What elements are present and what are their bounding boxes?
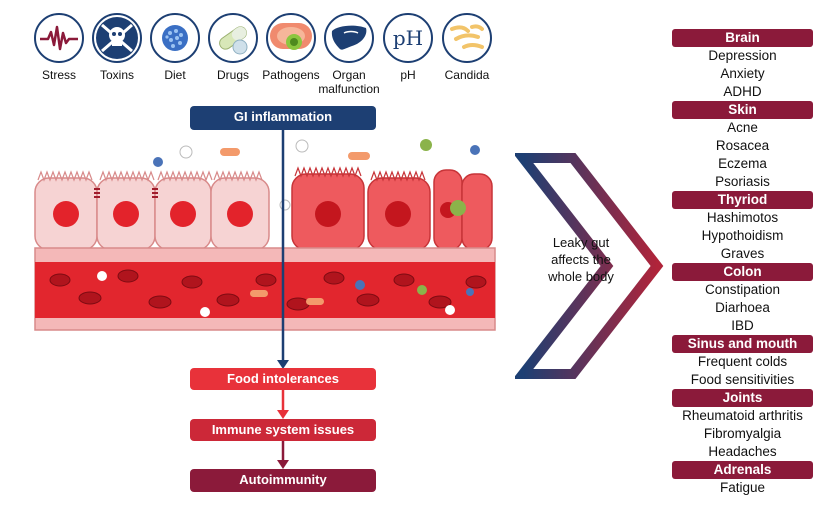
inflamed-epithelial-cells	[291, 166, 493, 251]
ph-icon: pH	[383, 13, 433, 63]
leaky-gut-arrow	[515, 153, 664, 379]
condition-item: Frequent colds	[697, 354, 788, 369]
category-joints: Joints	[672, 389, 813, 407]
lumen-particles	[153, 139, 480, 216]
condition-item: Constipation	[704, 282, 781, 297]
pills-icon	[208, 13, 258, 63]
pathogen-icon	[266, 13, 316, 63]
category-brain: Brain	[672, 29, 813, 47]
condition-item: Fatigue	[719, 480, 766, 495]
autoimmunity-box: Autoimmunity	[190, 469, 376, 492]
cause-label-stress: Stress	[41, 68, 76, 82]
immune-system-issues-box: Immune system issues	[190, 419, 376, 441]
condition-item: Psoriasis	[715, 174, 770, 189]
gi-inflammation-box: GI inflammation	[190, 106, 376, 130]
cause-label-organ: Organ malfunction	[318, 68, 380, 96]
condition-item: Fibromyalgia	[703, 426, 782, 441]
condition-item: Graves	[720, 246, 765, 261]
condition-item: Acne	[727, 120, 758, 135]
category-thyroid: Thyriod	[672, 191, 813, 209]
food-intolerances-box: Food intolerances	[190, 368, 376, 390]
condition-item: Rosacea	[715, 138, 770, 153]
cause-label-ph: pH	[400, 68, 416, 82]
condition-item: Headaches	[708, 444, 777, 459]
category-skin: Skin	[672, 101, 813, 119]
condition-item: Food sensitivities	[690, 372, 795, 387]
liver-icon	[324, 13, 374, 63]
condition-item: Rheumatoid arthritis	[682, 408, 803, 423]
skull-crossbones-icon	[92, 13, 142, 63]
condition-item: Hypothoidism	[701, 228, 784, 243]
cause-label-pathogens: Pathogens	[262, 68, 320, 82]
blood-vessel	[34, 247, 496, 331]
condition-item: IBD	[731, 318, 754, 333]
condition-item: Depression	[708, 48, 777, 63]
healthy-epithelial-cells	[34, 170, 270, 251]
condition-item: Hashimotos	[706, 210, 779, 225]
category-colon: Colon	[672, 263, 813, 281]
condition-item: ADHD	[723, 84, 762, 99]
cause-label-drugs: Drugs	[216, 68, 249, 82]
cause-label-toxins: Toxins	[99, 68, 134, 82]
condition-item: Eczema	[718, 156, 767, 171]
diet-cell-icon	[150, 13, 200, 63]
category-sinus-mouth: Sinus and mouth	[672, 335, 813, 353]
candida-icon	[442, 13, 492, 63]
intestine-illustration	[34, 139, 496, 331]
condition-item: Anxiety	[720, 66, 765, 81]
category-adrenals: Adrenals	[672, 461, 813, 479]
leaky-gut-text: Leaky gut affects the whole body	[548, 235, 614, 284]
stress-wave-icon	[34, 13, 84, 63]
condition-item: Diarhoea	[715, 300, 770, 315]
cause-label-diet: Diet	[164, 68, 186, 82]
cause-label-candida: Candida	[444, 68, 490, 82]
